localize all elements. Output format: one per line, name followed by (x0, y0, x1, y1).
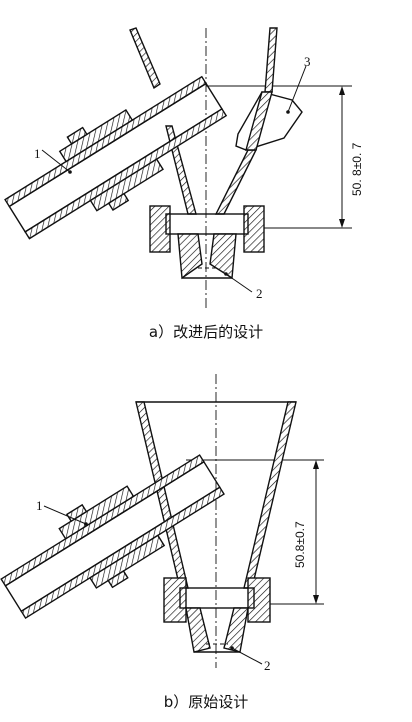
pipe-1-clamp-bottom-b (107, 570, 129, 589)
funnel-right-wall-a (214, 149, 258, 215)
caption-a: a）改进后的设计 (149, 323, 263, 341)
leader-2-dot-a (224, 272, 228, 276)
dim-arrow-down-a (339, 219, 345, 228)
pipe-1-clamp-top-a (66, 126, 88, 145)
label-pipe-b: 1 (36, 498, 43, 513)
leader-2-b (231, 647, 263, 665)
dim-arrow-up-b (313, 460, 319, 469)
fitting-left-nut-a (149, 205, 171, 253)
dim-arrow-down-b (313, 595, 319, 604)
tip-left-a (177, 233, 203, 280)
dimension-b: 50.8±0.7 (293, 521, 307, 568)
tip-right-a (209, 233, 237, 280)
pipe-1-bore-b (4, 460, 221, 613)
pipe-1-b (0, 454, 225, 620)
label-tip-a: 2 (256, 286, 263, 301)
leader-3-dot-a (286, 110, 290, 114)
leader-1-dot-a (68, 170, 72, 174)
pipe-1-collar-bottom-a (89, 158, 164, 212)
tip-left-b (185, 607, 211, 653)
figure-a: 1 3 2 50. 8±0. 7 a）改进后的设计 (4, 27, 364, 341)
fitting-left-nut-b (163, 577, 187, 623)
pipe-1-collar-top-b (58, 485, 135, 540)
tip-right-b (223, 607, 249, 653)
fitting-right-nut-a (243, 205, 265, 253)
rod-a (264, 27, 278, 93)
pipe-1-clamp-top-b (65, 503, 88, 523)
pipe-1-collar-top-a (58, 109, 134, 163)
caption-b: b）原始设计 (164, 693, 249, 711)
leader-3-a (287, 65, 307, 113)
dimension-a: 50. 8±0. 7 (350, 142, 364, 196)
dim-arrow-up-a (339, 86, 345, 95)
upper-rod-a (129, 27, 161, 90)
fitting-inner-a (165, 213, 249, 235)
label-tip-b: 2 (264, 658, 271, 673)
nozzle-3-hatch-a (245, 91, 273, 151)
cone-right-wall-b (243, 401, 297, 589)
leader-1-b (43, 505, 87, 525)
label-pipe-a: 1 (34, 146, 41, 161)
pipe-1-clamp-bottom-a (107, 192, 130, 211)
fitting-right-nut-b (247, 577, 271, 623)
label-nozzle-a: 3 (304, 54, 311, 69)
figure-b: 1 2 50.8±0.7 b）原始设计 (0, 374, 324, 711)
leader-1-dot-b (84, 522, 88, 526)
leader-2-dot-b (230, 646, 234, 650)
pipe-1-a (4, 75, 228, 240)
leader-1-a (41, 149, 71, 173)
leader-2-a (225, 273, 253, 293)
fitting-inner-b (179, 587, 255, 609)
pipe-1-collar-bottom-b (89, 534, 166, 589)
